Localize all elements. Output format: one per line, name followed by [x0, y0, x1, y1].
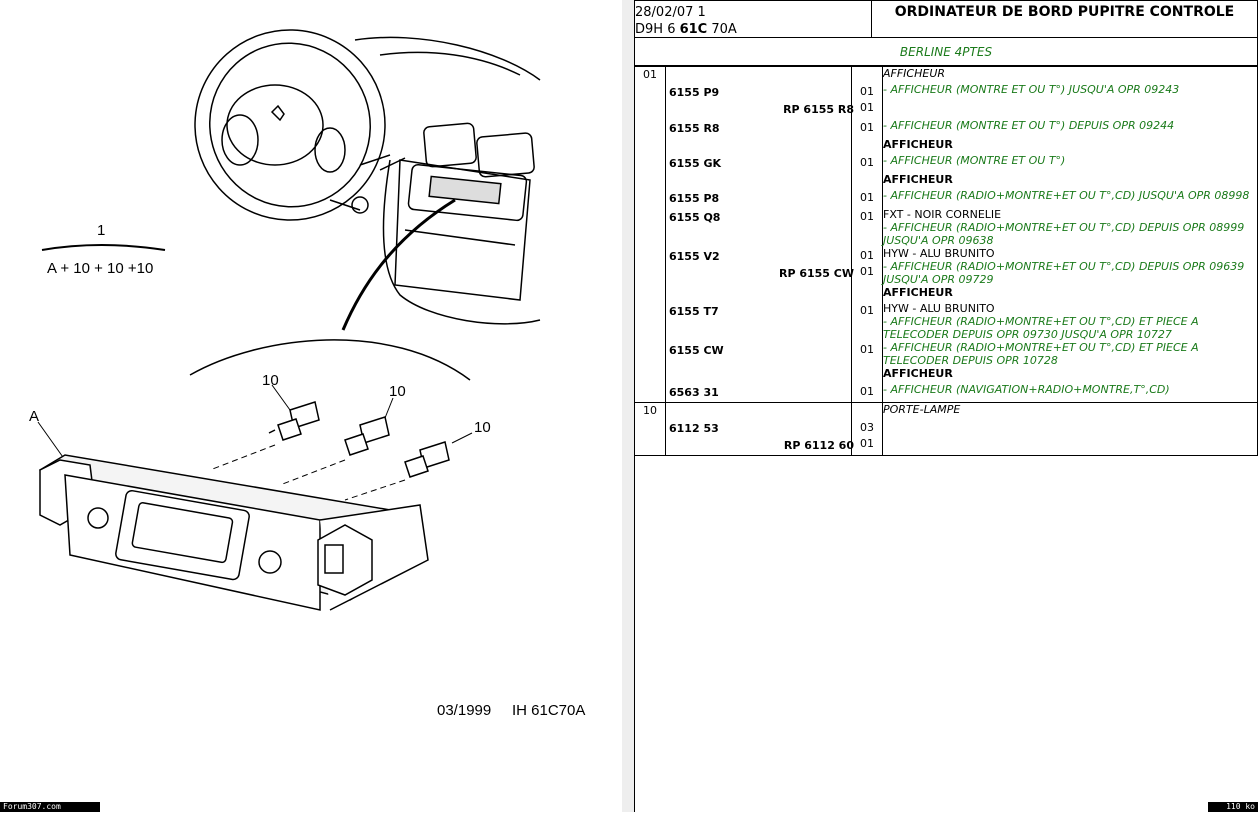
display-unit [38, 454, 429, 611]
header-date: 28/02/07 1 [635, 5, 706, 20]
site-watermark: Forum307.com [0, 802, 100, 812]
part-desc: - AFFICHEUR (RADIO+MONTRE+ET OU T°,CD) D… [883, 221, 1245, 247]
part-qty: 01 [860, 210, 874, 223]
group-heading: AFFICHEUR [883, 67, 946, 80]
legend-brace [41, 244, 166, 251]
parts-list-panel: 28/02/07 1 D9H 6 61C 70A ORDINATEUR DE B… [634, 0, 1258, 812]
replacement-ref: RP 6155 CW [778, 267, 854, 280]
part-qty: 01 [860, 191, 874, 204]
part-qty: 01 [860, 385, 874, 398]
bulb-holder-2 [344, 416, 390, 456]
table-border-left [634, 66, 635, 456]
dashboard-illustration [189, 29, 541, 381]
panel-border-left [634, 456, 635, 812]
part-desc: - AFFICHEUR (MONTRE ET OU T°) JUSQU'A OP… [883, 83, 1180, 96]
part-qty: 03 [860, 421, 874, 434]
part-qty: 01 [860, 85, 874, 98]
parts-diagram-panel: 1 A + 10 + 10 +10 [0, 0, 622, 812]
panel-divider [622, 0, 634, 812]
page-title: ORDINATEUR DE BORD PUPITRE CONTROLE [894, 4, 1235, 20]
part-qty: 01 [860, 265, 874, 278]
callout-leaders [37, 384, 473, 461]
header-title-box: ORDINATEUR DE BORD PUPITRE CONTROLE [871, 0, 1258, 38]
part-ref: 6155 GK [669, 157, 721, 170]
bulb-holder-1 [268, 401, 320, 441]
part-desc: - AFFICHEUR (RADIO+MONTRE+ET OU T°,CD) D… [883, 260, 1245, 286]
table-col-divider [882, 66, 883, 456]
part-desc: - AFFICHEUR (NAVIGATION+RADIO+MONTRE,T°,… [883, 383, 1170, 396]
part-ref: 6155 CW [669, 344, 724, 357]
item-number: 10 [643, 404, 657, 417]
header-ref-box: 28/02/07 1 D9H 6 61C 70A [634, 0, 871, 38]
callout-a: A [29, 408, 39, 425]
part-qty: 01 [860, 249, 874, 262]
group-heading: AFFICHEUR [883, 138, 953, 151]
header-code-bold: 61C [679, 22, 708, 37]
table-col-divider [851, 66, 852, 456]
part-ref: 6563 31 [669, 386, 719, 399]
part-qty: 01 [860, 437, 874, 450]
part-ref: 6112 53 [669, 422, 719, 435]
table-col-divider [665, 66, 666, 456]
legend-number: 1 [97, 222, 105, 239]
part-qty: 01 [860, 101, 874, 114]
part-desc: - AFFICHEUR (MONTRE ET OU T°) DEPUIS OPR… [883, 119, 1175, 132]
diagram-date: 03/1999 [437, 702, 491, 719]
parts-table: 01 AFFICHEUR 6155 P9 01 - AFFICHEUR (MON… [634, 66, 1258, 456]
bulb-holders [268, 401, 450, 478]
file-size-badge: 110 ko [1208, 802, 1258, 812]
part-desc: - AFFICHEUR (RADIO+MONTRE+ET OU T°,CD) E… [883, 315, 1199, 341]
part-qty: 01 [860, 343, 874, 356]
table-row-divider [634, 455, 1257, 456]
legend-formula: A + 10 + 10 +10 [47, 260, 153, 277]
bulb-holder-3 [404, 441, 450, 478]
part-qty: 01 [860, 156, 874, 169]
dashed-guides [209, 444, 406, 501]
header-code-suffix: 70A [707, 22, 737, 37]
part-note: FXT - NOIR CORNELIE [883, 208, 1002, 221]
part-desc: - AFFICHEUR (MONTRE ET OU T°) [883, 154, 1066, 167]
group-heading: PORTE-LAMPE [883, 403, 961, 416]
part-ref: 6155 V2 [669, 250, 720, 263]
diagram-code: IH 61C70A [512, 702, 585, 719]
table-row-divider [634, 66, 1257, 67]
part-desc: - AFFICHEUR (RADIO+MONTRE+ET OU T°,CD) E… [883, 341, 1199, 367]
part-ref: 6155 P9 [669, 86, 720, 99]
group-heading: AFFICHEUR [883, 286, 953, 299]
part-ref: 6155 T7 [669, 305, 719, 318]
replacement-ref: RP 6112 60 [783, 439, 854, 452]
header-code-prefix: D9H 6 [635, 22, 680, 37]
group-heading: AFFICHEUR [883, 173, 953, 186]
part-note: HYW - ALU BRUNITO [883, 247, 995, 260]
part-note: HYW - ALU BRUNITO [883, 302, 995, 315]
callout-10-a: 10 [262, 372, 279, 389]
part-ref: 6155 Q8 [669, 211, 721, 224]
table-row-divider [634, 402, 1257, 403]
part-ref: 6155 P8 [669, 192, 720, 205]
callout-10-c: 10 [474, 419, 491, 436]
part-ref: 6155 R8 [669, 122, 720, 135]
group-heading: AFFICHEUR [883, 367, 953, 380]
exploded-diagram: 1 A + 10 + 10 +10 [29, 29, 585, 719]
callout-10-b: 10 [389, 383, 406, 400]
item-number: 01 [643, 68, 657, 81]
part-qty: 01 [860, 304, 874, 317]
part-qty: 01 [860, 121, 874, 134]
page-subtitle: BERLINE 4PTES [634, 38, 1258, 66]
part-desc: - AFFICHEUR (RADIO+MONTRE+ET OU T°,CD) J… [883, 189, 1250, 202]
header-code: D9H 6 61C 70A [635, 21, 737, 38]
replacement-ref: RP 6155 R8 [783, 103, 854, 116]
